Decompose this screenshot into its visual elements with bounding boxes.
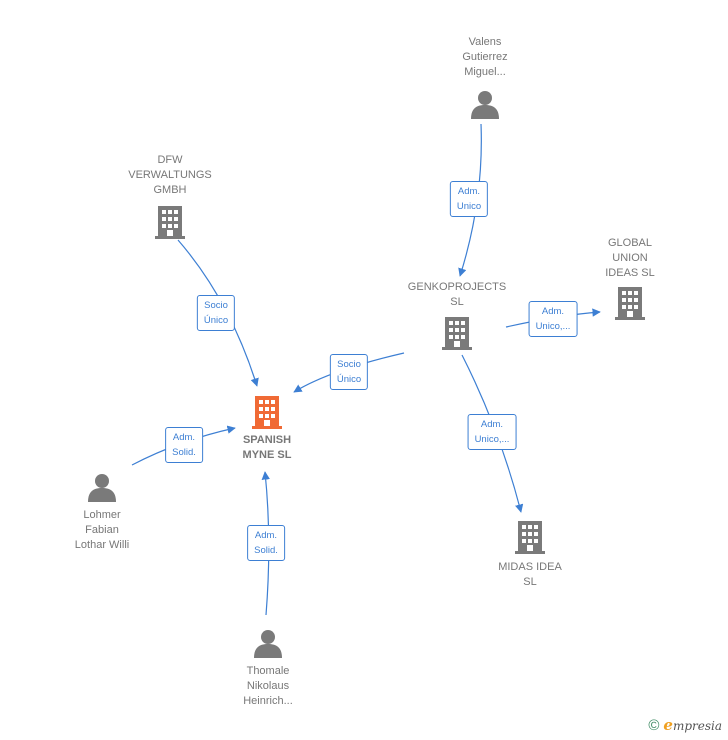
node-label-genko[interactable]: GENKOPROJECTS SL: [407, 281, 507, 308]
building-icon-global[interactable]: [615, 287, 645, 320]
building-icon-midas[interactable]: [515, 521, 545, 554]
node-label-valens[interactable]: Valens Gutierrez Miguel...: [462, 36, 508, 78]
node-label-thomale[interactable]: Thomale Nikolaus Heinrich...: [243, 665, 293, 707]
person-icon-lohmer[interactable]: [88, 474, 116, 502]
building-icon-dfw[interactable]: [155, 206, 185, 239]
building-icon-spanish[interactable]: [252, 396, 282, 429]
node-label-global[interactable]: GLOBAL UNION IDEAS SL: [605, 237, 655, 279]
copyright-icon: ©: [648, 716, 660, 734]
node-label-midas[interactable]: MIDAS IDEA SL: [498, 561, 562, 588]
edge-label-genko-to-spanish[interactable]: Socio Único: [329, 354, 369, 390]
edge-label-dfw-to-spanish[interactable]: Socio Único: [196, 295, 236, 331]
edge-label-lohmer-to-spanish[interactable]: Adm. Solid.: [165, 427, 203, 463]
node-label-lohmer[interactable]: Lohmer Fabian Lothar Willi: [74, 509, 130, 551]
edge-label-genko-to-global[interactable]: Adm. Unico,...: [528, 301, 578, 337]
person-icon-thomale[interactable]: [254, 630, 282, 658]
edge-label-genko-to-midas[interactable]: Adm. Unico,...: [467, 414, 517, 450]
edge-label-thomale-to-spanish[interactable]: Adm. Solid.: [247, 525, 285, 561]
node-label-spanish[interactable]: SPANISH MYNE SL: [242, 434, 292, 461]
building-icon-genko[interactable]: [442, 317, 472, 350]
brand-logo: empresia: [663, 716, 722, 734]
edge-label-valens-to-genko[interactable]: Adm. Unico: [449, 181, 489, 217]
footer-brand[interactable]: © empresia: [648, 716, 722, 734]
node-label-dfw[interactable]: DFW VERWALTUNGS GMBH: [128, 154, 212, 196]
person-icon-valens[interactable]: [471, 91, 499, 119]
